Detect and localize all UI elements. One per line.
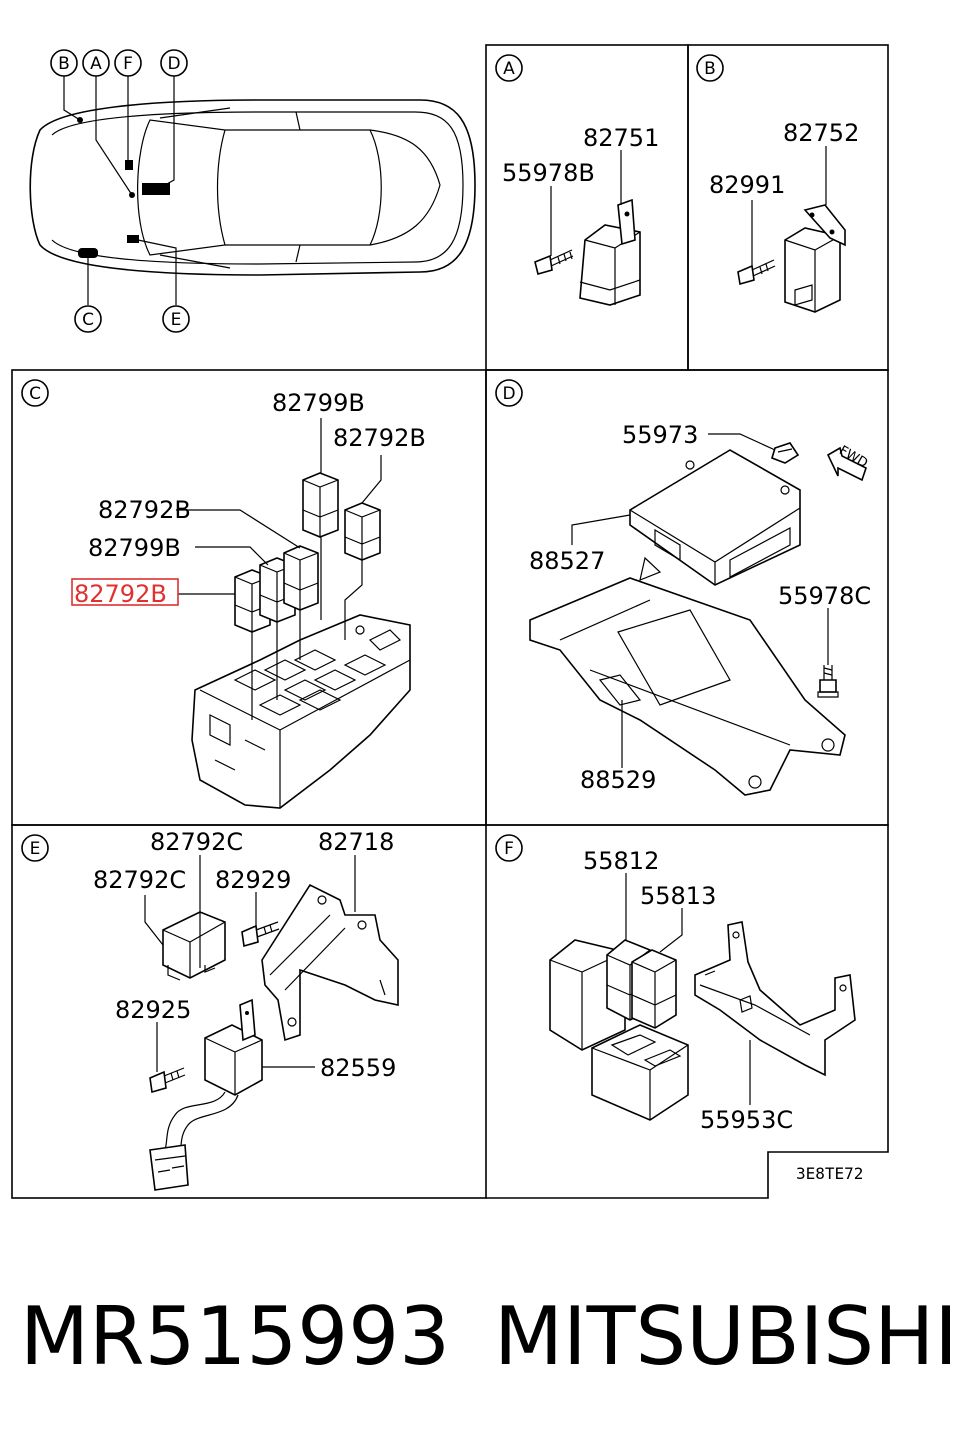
drawing-code: 3E8TE72 (796, 1164, 863, 1183)
panel-a: A 82751 55978B (495, 54, 659, 306)
relay-55813-icon (631, 949, 677, 1029)
panel-f-letter: F (504, 839, 514, 859)
relay-82792b-middle-icon (283, 545, 319, 611)
part-label-82925: 82925 (115, 996, 191, 1024)
part-label-82752: 82752 (783, 119, 859, 147)
part-label-55973: 55973 (622, 421, 698, 449)
part-label-82792c-left: 82792C (93, 866, 186, 894)
panel-e: E (21, 828, 399, 1191)
part-label-55978c: 55978C (778, 582, 871, 610)
part-label-82792b-highlighted: 82792B (74, 580, 167, 608)
part-label-82792b-left: 82792B (98, 496, 191, 524)
bolt-55978c-icon (817, 665, 839, 698)
part-label-82799b-top: 82799B (272, 389, 365, 417)
bolt-82925-icon (149, 1067, 186, 1094)
highlight-box (71, 578, 179, 606)
panel-c-letter: C (29, 384, 41, 404)
rear-window (369, 129, 441, 246)
nut-55973-icon (771, 442, 800, 464)
callout-a: A (82, 49, 110, 77)
bolt-82929-icon (241, 921, 280, 948)
panel-d: D FWD (495, 379, 871, 796)
part-label-55813: 55813 (640, 882, 716, 910)
svg-text:F: F (123, 54, 133, 74)
footer: MR515993 MITSUBISHI (0, 1290, 960, 1400)
callout-c: C (74, 305, 102, 333)
relay-82752-icon (784, 227, 841, 313)
car-outline (29, 99, 476, 276)
panel-c: C (21, 379, 426, 809)
panel-d-letter: D (502, 384, 515, 404)
part-label-88529: 88529 (580, 766, 656, 794)
bracket-82718-icon (261, 883, 399, 1042)
part-label-88527: 88527 (529, 547, 605, 575)
bracket-55953c-icon (694, 921, 856, 1077)
brand-title: MITSUBISHI (494, 1290, 958, 1383)
panel-f: F 55812 55813 55953C (495, 834, 856, 1134)
part-label-82929: 82929 (215, 866, 291, 894)
windshield (137, 119, 226, 256)
bolt-55978b-icon (534, 249, 574, 275)
svg-text:B: B (58, 54, 70, 74)
part-label-82792b-top: 82792B (333, 424, 426, 452)
panel-b: B 82752 82991 (696, 54, 859, 313)
relay-pair-82792c-icon (162, 911, 226, 981)
part-label-82718: 82718 (318, 828, 394, 856)
relay-82799b-top-icon (302, 472, 339, 538)
callout-e: E (162, 305, 190, 333)
bracket-88529-icon (529, 577, 846, 796)
part-label-55953c: 55953C (700, 1106, 793, 1134)
svg-text:E: E (171, 310, 182, 330)
cabin-roof (225, 129, 382, 246)
vehicle-overview (29, 76, 476, 305)
panel-a-letter: A (503, 59, 515, 79)
callout-d: D (160, 49, 188, 77)
panel-e-letter: E (30, 839, 41, 859)
control-unit-88527-icon (629, 449, 801, 586)
relay-box-icon (191, 614, 411, 809)
svg-text:D: D (167, 54, 180, 74)
callout-b: B (50, 49, 78, 77)
panel-b-letter: B (704, 59, 716, 79)
part-label-55978b: 55978B (502, 159, 595, 187)
fwd-arrow-icon (826, 446, 867, 482)
relay-82559-icon (149, 998, 263, 1191)
relay-82792b-right-icon (344, 502, 381, 561)
part-label-82751: 82751 (583, 124, 659, 152)
panel-frames (11, 44, 889, 1199)
svg-text:C: C (82, 310, 94, 330)
part-label-82792c-top: 82792C (150, 828, 243, 856)
car-inner-body (51, 111, 464, 265)
part-label-82799b-left: 82799B (88, 534, 181, 562)
part-label-82991: 82991 (709, 171, 785, 199)
callout-f: F (114, 49, 142, 77)
part-label-55812: 55812 (583, 847, 659, 875)
overview-callouts: B A F D C E (50, 49, 190, 333)
part-number-title: MR515993 (20, 1290, 450, 1383)
parts-diagram: B A F D C E A 82751 55978B B (11, 44, 889, 1199)
bolt-82991-icon (737, 259, 776, 286)
svg-text:A: A (90, 54, 102, 74)
part-label-82559: 82559 (320, 1054, 396, 1082)
